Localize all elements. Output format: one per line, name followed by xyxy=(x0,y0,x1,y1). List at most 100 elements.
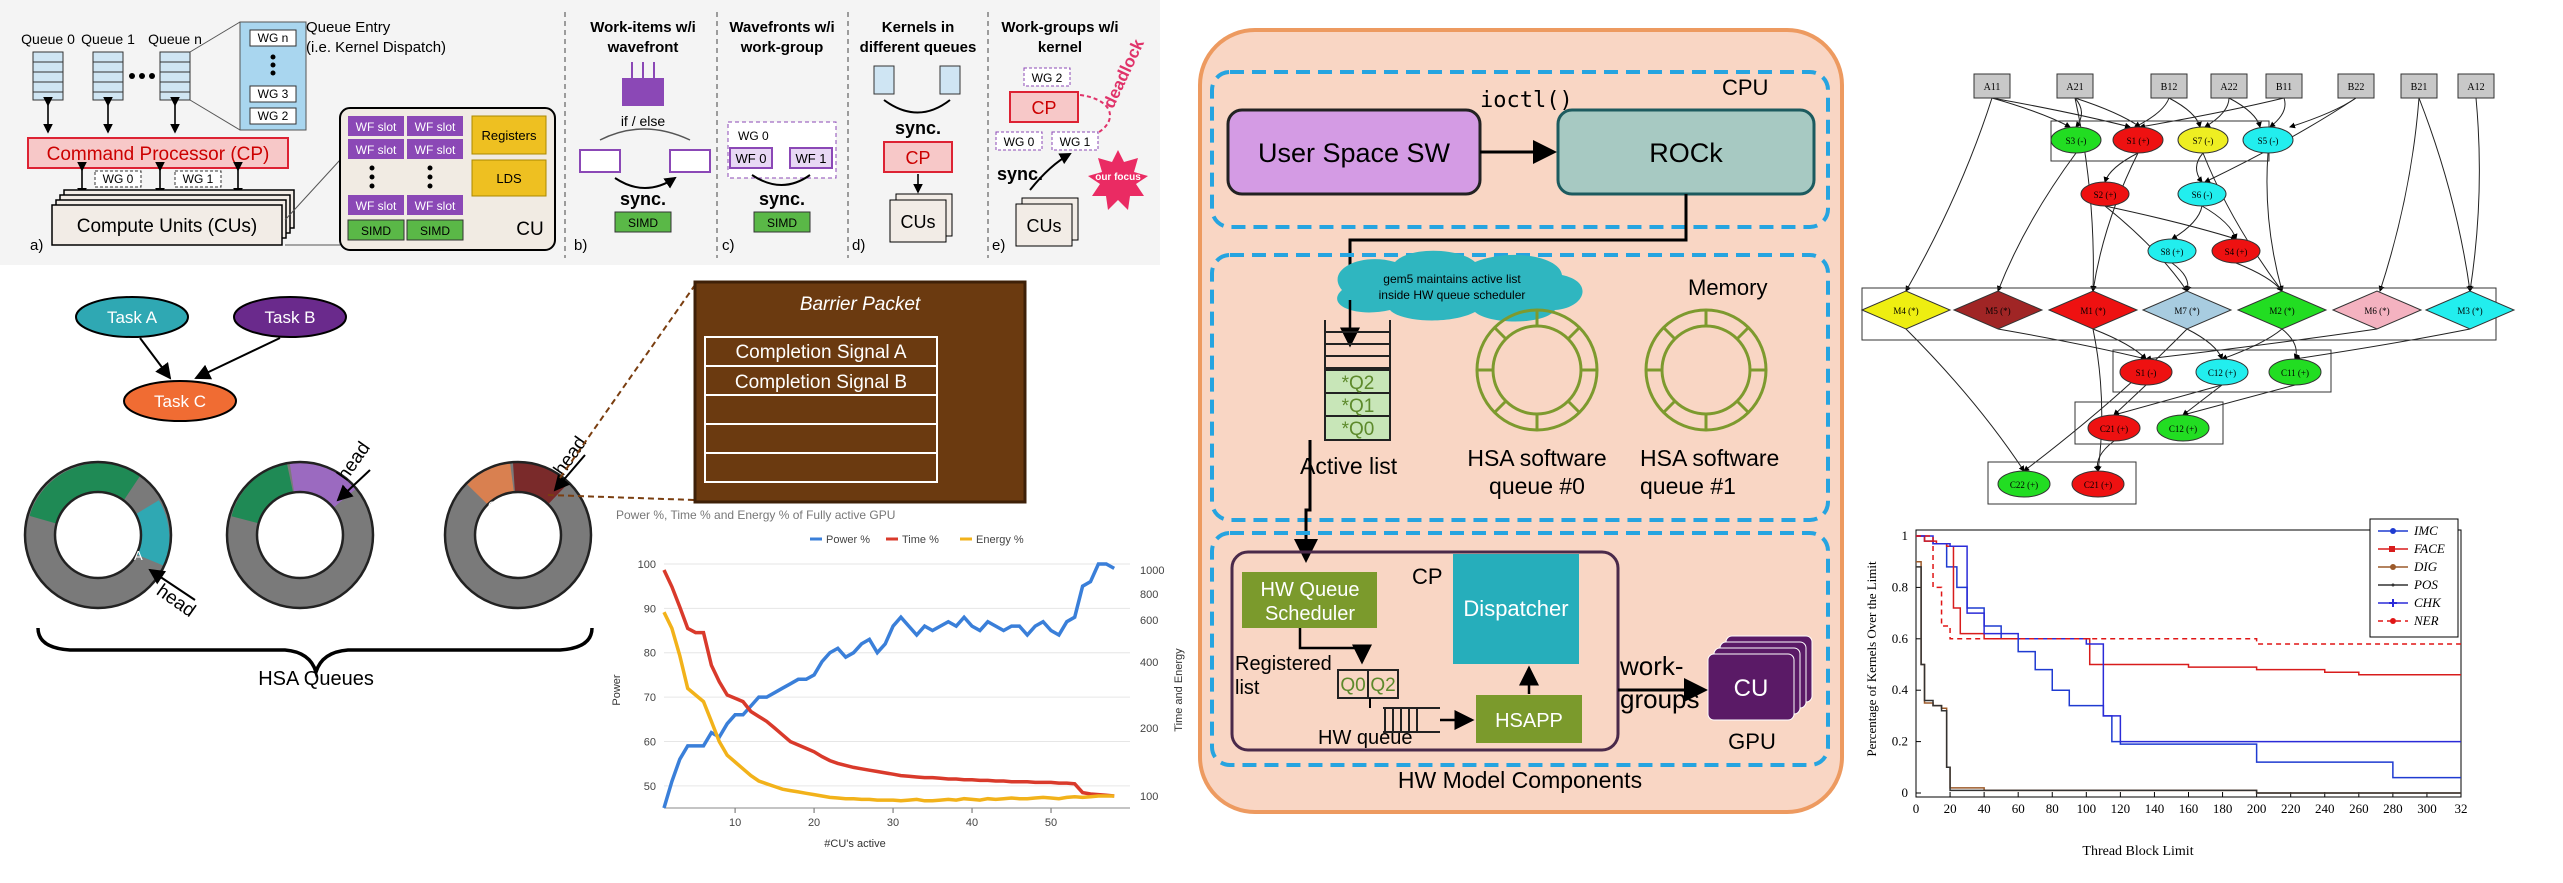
header-b-line2: wavefront xyxy=(607,39,679,56)
chart2-xtick: 260 xyxy=(2349,801,2369,816)
graph-s-node xyxy=(2177,126,2229,154)
graph-input-label: A22 xyxy=(2220,82,2237,93)
gpu-architecture-panel: Queue 0 Queue 1 Queue n WG n WG 3 WG 2 Q… xyxy=(0,0,1160,265)
our-focus-label: our focus xyxy=(1095,172,1141,183)
task-b-label: Task B xyxy=(264,308,315,327)
registers-label: Registers xyxy=(482,128,537,143)
wg-n-entry: WG n xyxy=(258,31,289,45)
q0-label: Q0 xyxy=(1340,675,1365,696)
barrier-packet-title: Barrier Packet xyxy=(800,294,921,315)
chart2-xtick: 100 xyxy=(2077,801,2097,816)
graph-edge xyxy=(2104,205,2237,241)
barrier-rows: Completion Signal A Completion Signal B xyxy=(704,336,938,483)
wg0-label: WG 0 xyxy=(103,172,134,186)
compute-units-box xyxy=(51,204,283,246)
chart1-ytick: 90 xyxy=(644,603,656,615)
queue-1-label: Queue 1 xyxy=(81,31,135,47)
chart2-xtick: 32 xyxy=(2455,801,2468,816)
graph-input-node xyxy=(2337,73,2375,99)
work-items-icon xyxy=(622,62,664,106)
cus-label-d: CUs xyxy=(901,212,936,232)
graph-s-node xyxy=(2112,126,2164,154)
hw-model-label: HW Model Components xyxy=(1398,767,1642,793)
chart2-xtick: 280 xyxy=(2383,801,2403,816)
panel-b-letter: b) xyxy=(574,237,587,254)
graph-c-label: C12 (+) xyxy=(2208,368,2236,378)
rock-label: ROCk xyxy=(1649,138,1723,168)
graph-m-label: M2 (*) xyxy=(2269,306,2294,316)
svg-text:WF slot: WF slot xyxy=(356,199,397,213)
graph-c-label: C21 (+) xyxy=(2084,480,2112,490)
graph-c-node xyxy=(2156,414,2210,442)
chart2-xtick: 20 xyxy=(1944,801,1957,816)
hw-model-panel: CPU ioctl() User Space SW ROCk Memory ge… xyxy=(1198,28,1844,814)
graph-input-label: A12 xyxy=(2467,82,2484,93)
sync-label-e: sync. xyxy=(997,164,1043,184)
chart1-xtick: 20 xyxy=(808,817,820,829)
graph-edge xyxy=(2074,97,2082,128)
chart1-series-power xyxy=(662,562,1116,809)
graph-m-node xyxy=(2141,290,2233,330)
svg-text:S2 (+): S2 (+) xyxy=(2094,190,2117,200)
chart2-ytick: 0.2 xyxy=(1892,734,1908,749)
chart2-xtick: 0 xyxy=(1913,801,1920,816)
chart1-xtick: 30 xyxy=(887,817,899,829)
lds-label: LDS xyxy=(496,171,522,186)
work-groups-line1: work- xyxy=(1619,651,1684,681)
graph-input-label: A21 xyxy=(2066,82,2083,93)
memory-label: Memory xyxy=(1688,275,1767,300)
chart1-y2tick: 400 xyxy=(1140,657,1158,669)
chart2-ytick: 0 xyxy=(1902,785,1909,800)
graph-s-node xyxy=(2050,126,2102,154)
graph-edge xyxy=(2182,384,2223,416)
graph-m-label: M6 (*) xyxy=(2364,306,2389,316)
task-a-node xyxy=(75,296,189,338)
chart1-xlabel: #CU's active xyxy=(824,838,885,850)
wg-3-entry: WG 3 xyxy=(258,87,289,101)
task-c-node xyxy=(123,380,237,422)
graph-edge xyxy=(2182,384,2296,417)
hsa-q1-line1: HSA software xyxy=(1640,445,1779,471)
hw-queue-scheduler-box xyxy=(1242,572,1377,628)
chart2-xtick: 120 xyxy=(2111,801,2131,816)
hsa-queue-1-ring xyxy=(1644,308,1768,432)
chart2-legend-entry: DIG xyxy=(2413,559,2438,574)
svg-text:SIMD: SIMD xyxy=(361,224,391,238)
active-list-label: Active list xyxy=(1300,453,1398,479)
chart2-legend-entry: CHK xyxy=(2414,595,2442,610)
wg1-label: WG 1 xyxy=(183,172,214,186)
chart2-xtick: 200 xyxy=(2247,801,2267,816)
graph-edge xyxy=(2235,262,2283,292)
q2-label: Q2 xyxy=(1370,675,1395,696)
svg-text:BP: BP xyxy=(526,497,542,511)
panel-c-letter: c) xyxy=(722,237,735,254)
graph-edge xyxy=(2289,97,2357,129)
graph-edge xyxy=(2139,97,2285,130)
svg-text:S4 (+): S4 (+) xyxy=(2225,247,2248,257)
active-list: *Q2 *Q1 *Q0 xyxy=(1324,320,1391,441)
chart1-title: Power %, Time % and Energy % of Fully ac… xyxy=(616,508,895,522)
graph-input-node xyxy=(2265,73,2303,99)
graph-c-label: C12 (+) xyxy=(2169,424,2197,434)
chart2-xtick: 140 xyxy=(2145,801,2165,816)
graph-edge xyxy=(2266,152,2284,292)
hsa-q0-line2: queue #0 xyxy=(1489,473,1585,499)
chart1-xtick: 10 xyxy=(729,817,741,829)
if-else-label: if / else xyxy=(621,113,666,129)
chart2-legend-box xyxy=(2369,518,2459,638)
sync-label-b: sync. xyxy=(620,189,666,209)
memory-region xyxy=(1210,253,1830,522)
svg-text:A: A xyxy=(134,548,143,563)
header-c-line1: Wavefronts w/i xyxy=(729,19,834,36)
graph-input-label: B21 xyxy=(2411,82,2428,93)
panel-e-letter: e) xyxy=(992,237,1005,254)
hsapp-label: HSAPP xyxy=(1495,710,1563,732)
chart2-legend-marker xyxy=(2389,546,2395,552)
cus-label-e: CUs xyxy=(1027,216,1062,236)
graph-edge xyxy=(2281,328,2300,360)
user-space-sw-label: User Space SW xyxy=(1258,138,1451,168)
graph-edge xyxy=(2113,384,2223,417)
